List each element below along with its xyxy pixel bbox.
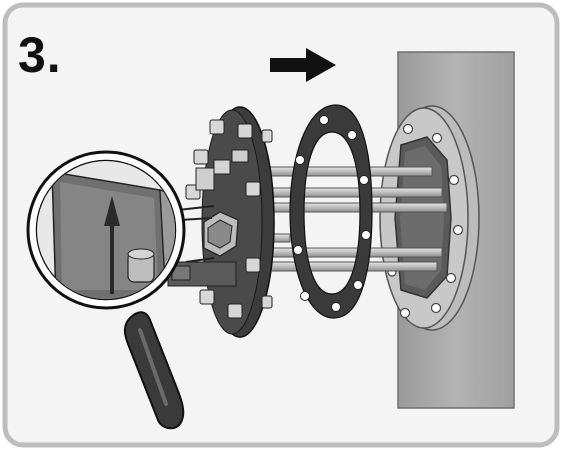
magnifier-handle [123, 311, 185, 430]
gasket [289, 104, 373, 319]
thermostat-block [195, 149, 249, 257]
pipe-flange [379, 105, 480, 331]
arrow-right-icon [270, 48, 336, 82]
step-number: 3. [18, 27, 62, 83]
mounting-plate [167, 106, 275, 338]
arrow-up-icon [104, 196, 120, 294]
plate-bolts [185, 119, 273, 319]
magnifier-icon [26, 150, 186, 310]
flange-bolt-holes [387, 123, 464, 319]
zoomed-thermostat [37, 161, 175, 299]
